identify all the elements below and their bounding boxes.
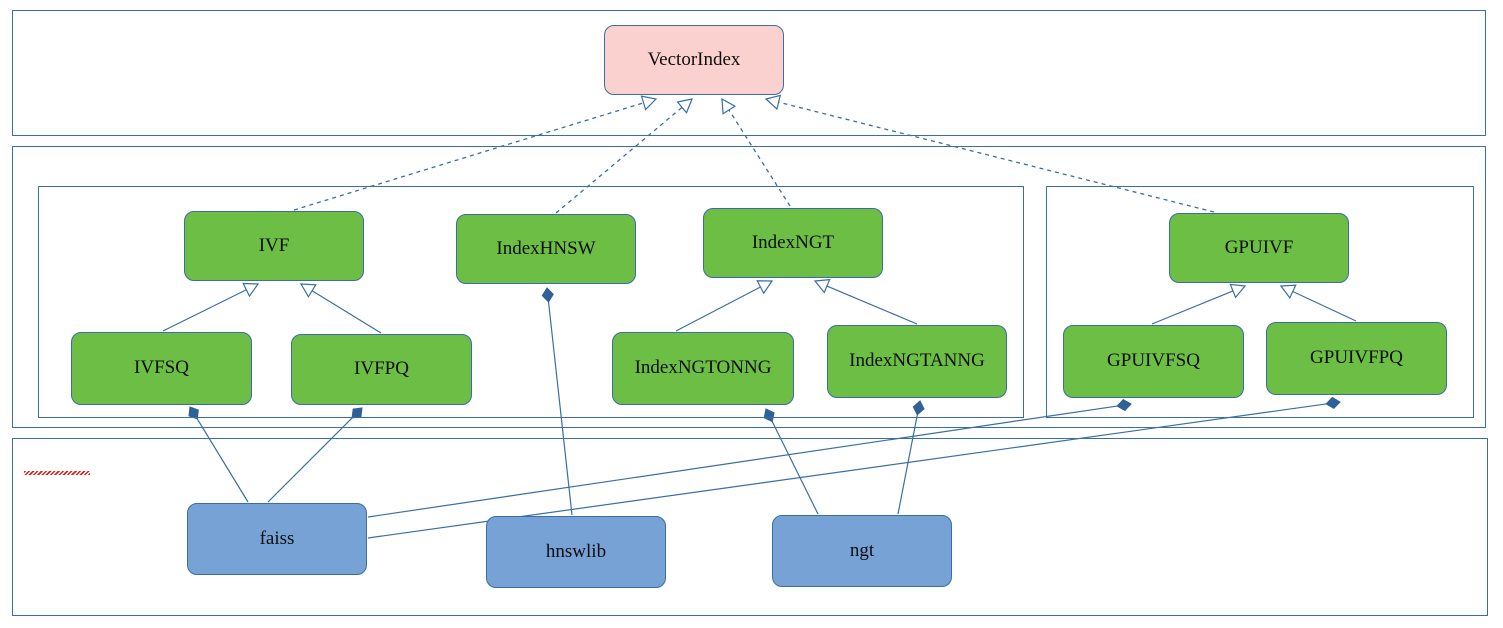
arrowhead-hollow-triangle-vectorindex: [764, 94, 782, 111]
edge-realization-indexngt-to-vectorindex: [728, 109, 791, 207]
class-box-indexngtanng[interactable]: IndexNGTANNG: [827, 325, 1007, 398]
class-box-ivfpq[interactable]: IVFPQ: [291, 334, 472, 405]
arrowhead-hollow-triangle-vectorindex: [676, 98, 693, 114]
edge-realization-indexhnsw-to-vectorindex: [555, 106, 683, 214]
marker-filled-diamond-gpuivfpq: [1325, 396, 1341, 410]
class-box-label-indexngt: IndexNGT: [751, 231, 835, 253]
spellcheck-squiggle-thirdparty: [24, 471, 90, 475]
edge-composition-faiss-to-gpuivfsq: [367, 405, 1118, 518]
arrowhead-hollow-triangle-vectorindex: [721, 97, 737, 115]
container-thirdparty: [12, 438, 1488, 616]
arrowhead-hollow-triangle-indexngt: [813, 278, 831, 294]
class-box-indexngtonng[interactable]: IndexNGTONNG: [612, 332, 794, 405]
marker-filled-diamond-indexngtonng: [763, 408, 775, 423]
class-box-gpuivfpq[interactable]: GPUIVFPQ: [1266, 322, 1447, 395]
edge-composition-faiss-to-ivfsq: [196, 418, 249, 503]
container-cpu: [38, 186, 1024, 418]
arrowhead-hollow-triangle-ivf: [242, 282, 260, 298]
marker-filled-diamond-indexngtanng: [912, 400, 925, 416]
arrowhead-hollow-triangle-vectorindex: [640, 95, 658, 111]
class-box-label-ivfpq: IVFPQ: [354, 358, 409, 380]
class-box-ivf[interactable]: IVF: [184, 211, 364, 281]
edge-composition-faiss-to-gpuivfpq: [367, 403, 1327, 539]
edge-realization-ivf-to-vectorindex: [293, 102, 644, 211]
class-box-label-gpuivfpq: GPUIVFPQ: [1310, 347, 1403, 369]
edge-generalization-ivfsq-to-ivf: [162, 289, 247, 332]
edge-realization-gpuivf-to-vectorindex: [778, 101, 1215, 213]
class-box-ngt[interactable]: ngt: [772, 515, 952, 587]
class-box-gpuivfsq[interactable]: GPUIVFSQ: [1063, 325, 1244, 398]
class-box-label-indexhnsw: IndexHNSW: [496, 237, 596, 259]
class-box-label-ivf: IVF: [258, 234, 290, 256]
marker-filled-diamond-gpuivfsq: [1116, 398, 1132, 412]
class-box-label-indexngtonng: IndexNGTONNG: [634, 357, 772, 379]
edge-composition-hnswlib-to-indexhnsw: [547, 301, 573, 516]
class-box-ivfsq[interactable]: IVFSQ: [71, 332, 252, 405]
class-box-gpuivf[interactable]: GPUIVF: [1169, 213, 1349, 283]
class-box-label-vectorindex: VectorIndex: [647, 48, 741, 70]
container-gpu: [1046, 186, 1474, 418]
marker-filled-diamond-ivfsq: [188, 406, 199, 420]
edge-composition-ngt-to-indexngtanng: [897, 414, 918, 515]
class-box-faiss[interactable]: faiss: [187, 503, 367, 575]
class-box-label-faiss: faiss: [259, 527, 295, 549]
container-interface: [12, 10, 1486, 136]
edge-generalization-indexngtonng-to-indexngt: [675, 286, 761, 332]
class-box-label-hnswlib: hnswlib: [545, 540, 607, 562]
marker-filled-diamond-indexhnsw: [541, 287, 554, 303]
container-implement: [12, 146, 1486, 428]
edge-generalization-gpuivfpq-to-gpuivf: [1292, 290, 1357, 322]
arrowhead-hollow-triangle-indexngt: [756, 280, 774, 295]
class-box-vectorindex[interactable]: VectorIndex: [604, 25, 784, 95]
edge-composition-faiss-to-ivfpq: [267, 417, 353, 503]
edge-generalization-ivfpq-to-ivf: [311, 290, 382, 334]
edge-generalization-gpuivfsq-to-gpuivf: [1151, 290, 1234, 325]
arrowhead-hollow-triangle-gpuivf: [1279, 284, 1297, 300]
class-box-label-gpuivfsq: GPUIVFSQ: [1107, 350, 1200, 372]
arrowhead-hollow-triangle-gpuivf: [1229, 283, 1247, 299]
edge-generalization-indexngtanng-to-indexngt: [826, 285, 918, 325]
arrowhead-hollow-triangle-ivf: [299, 283, 317, 298]
class-box-label-ivfsq: IVFSQ: [134, 357, 189, 379]
class-box-label-indexngtanng: IndexNGTANNG: [849, 350, 985, 372]
edge-composition-ngt-to-indexngtonng: [771, 421, 819, 515]
class-box-indexngt[interactable]: IndexNGT: [703, 208, 883, 278]
class-box-label-ngt: ngt: [849, 539, 875, 561]
class-box-indexhnsw[interactable]: IndexHNSW: [456, 214, 636, 284]
class-box-hnswlib[interactable]: hnswlib: [486, 516, 666, 588]
class-box-label-gpuivf: GPUIVF: [1224, 236, 1294, 258]
